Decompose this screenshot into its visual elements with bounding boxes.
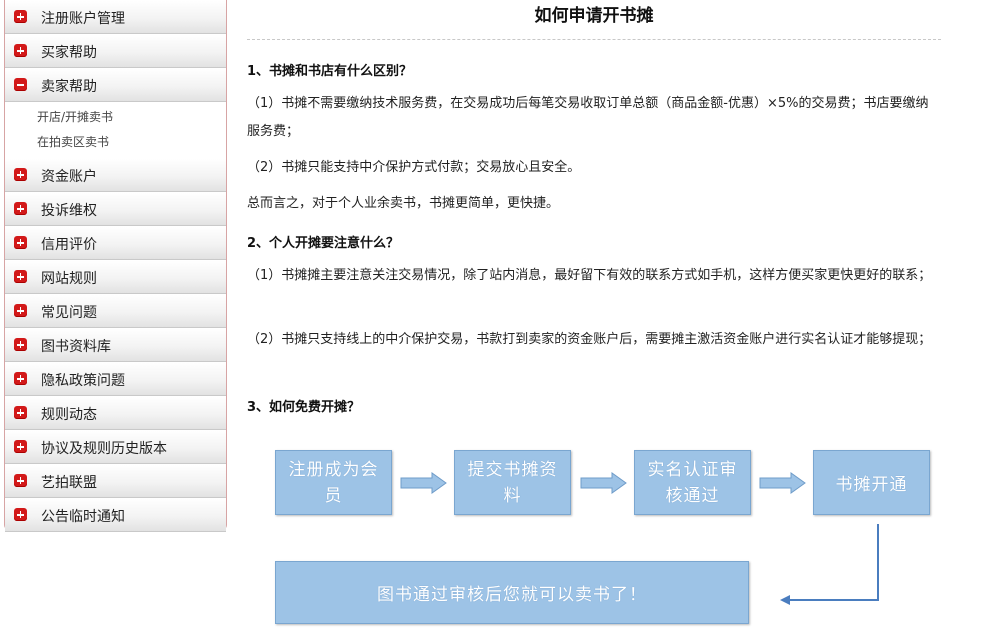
sidebar-item-label: 卖家帮助 <box>41 79 97 95</box>
sidebar-item-label: 艺拍联盟 <box>41 475 97 491</box>
expand-icon[interactable] <box>14 440 27 453</box>
expand-icon[interactable] <box>14 474 27 487</box>
flow-arrow-2-icon <box>580 472 627 494</box>
sidebar-item-label: 注册账户管理 <box>41 11 125 27</box>
flow-arrow-1-icon <box>400 472 447 494</box>
flow-step-submit: 提交书摊资料 <box>454 450 571 515</box>
flow-step-verify: 实名认证审核通过 <box>634 450 751 515</box>
page-title: 如何申请开书摊 <box>247 0 941 40</box>
expand-icon[interactable] <box>14 44 27 57</box>
sidebar-sub-list: 开店/开摊卖书在拍卖区卖书 <box>5 102 226 158</box>
q1-summary: 总而言之，对于个人业余卖书，书摊更简单，更快捷。 <box>247 196 560 211</box>
sidebar-item-label: 网站规则 <box>41 271 97 287</box>
flow-step-open: 书摊开通 <box>813 450 930 515</box>
expand-icon[interactable] <box>14 338 27 351</box>
sidebar-item-12[interactable]: 艺拍联盟 <box>5 465 226 498</box>
sidebar-item-label: 规则动态 <box>41 407 97 423</box>
sidebar-item-10[interactable]: 规则动态 <box>5 397 226 430</box>
flow-step-register-label: 注册成为会员 <box>288 459 379 506</box>
expand-icon[interactable] <box>14 508 27 521</box>
sidebar-item-label: 买家帮助 <box>41 45 97 61</box>
expand-icon[interactable] <box>14 270 27 283</box>
sidebar-item-6[interactable]: 网站规则 <box>5 261 226 294</box>
sidebar-item-label: 隐私政策问题 <box>41 373 125 389</box>
flow-step-submit-label: 提交书摊资料 <box>467 459 558 506</box>
article: 如何申请开书摊 1、书摊和书店有什么区别？ （1）书摊不需要缴纳技术服务费，在交… <box>247 0 941 415</box>
flow-final-step: 图书通过审核后您就可以卖书了！ <box>275 561 749 624</box>
q1-paragraph-2: （2）书摊只能支持中介保护方式付款；交易放心且安全。 <box>247 160 581 175</box>
flow-final-label: 图书通过审核后您就可以卖书了！ <box>377 585 647 605</box>
sidebar-sub-item-1[interactable]: 在拍卖区卖书 <box>37 135 110 149</box>
flow-step-register: 注册成为会员 <box>275 450 392 515</box>
expand-icon[interactable] <box>14 304 27 317</box>
q1-paragraph-1: （1）书摊不需要缴纳技术服务费，在交易成功后每笔交易收取订单总额（商品金额-优惠… <box>247 96 929 139</box>
sidebar-item-label: 协议及规则历史版本 <box>41 441 167 457</box>
question-3: 3、如何免费开摊？ <box>247 400 361 415</box>
sidebar-item-label: 常见问题 <box>41 305 97 321</box>
sidebar-item-3[interactable]: 资金账户 <box>5 159 226 192</box>
sidebar-item-13[interactable]: 公告临时通知 <box>5 499 226 532</box>
flow-arrow-3-icon <box>759 472 806 494</box>
flow-return-arrow-icon <box>780 524 879 605</box>
sidebar-item-1[interactable]: 买家帮助 <box>5 35 226 68</box>
sidebar-item-0[interactable]: 注册账户管理 <box>5 1 226 34</box>
sidebar-item-5[interactable]: 信用评价 <box>5 227 226 260</box>
sidebar-item-9[interactable]: 隐私政策问题 <box>5 363 226 396</box>
sidebar-item-7[interactable]: 常见问题 <box>5 295 226 328</box>
expand-icon[interactable] <box>14 236 27 249</box>
expand-icon[interactable] <box>14 168 27 181</box>
sidebar-sub-item-0[interactable]: 开店/开摊卖书 <box>37 110 114 124</box>
sidebar-item-label: 图书资料库 <box>41 339 111 355</box>
sidebar-item-label: 投诉维权 <box>41 203 97 219</box>
sidebar-item-4[interactable]: 投诉维权 <box>5 193 226 226</box>
collapse-icon[interactable] <box>14 78 27 91</box>
help-sidebar: 注册账户管理买家帮助卖家帮助开店/开摊卖书在拍卖区卖书资金账户投诉维权信用评价网… <box>4 0 227 532</box>
expand-icon[interactable] <box>14 372 27 385</box>
flow-step-verify-label: 实名认证审核通过 <box>647 459 738 506</box>
sidebar-item-8[interactable]: 图书资料库 <box>5 329 226 362</box>
sidebar-item-label: 公告临时通知 <box>41 509 125 525</box>
question-2: 2、个人开摊要注意什么？ <box>247 236 400 251</box>
sidebar-item-2[interactable]: 卖家帮助 <box>5 69 226 102</box>
q2-paragraph-1: （1）书摊摊主要注意关注交易情况，除了站内消息，最好留下有效的联系方式如手机，这… <box>247 268 932 283</box>
sidebar-item-11[interactable]: 协议及规则历史版本 <box>5 431 226 464</box>
sidebar-item-label: 资金账户 <box>41 169 97 185</box>
flow-step-open-label: 书摊开通 <box>835 475 908 495</box>
expand-icon[interactable] <box>14 406 27 419</box>
expand-icon[interactable] <box>14 10 27 23</box>
expand-icon[interactable] <box>14 202 27 215</box>
question-1: 1、书摊和书店有什么区别？ <box>247 64 413 79</box>
q2-paragraph-2: （2）书摊只支持线上的中介保护交易，书款打到卖家的资金账户后，需要摊主激活资金账… <box>247 332 932 347</box>
sidebar-item-label: 信用评价 <box>41 237 97 253</box>
